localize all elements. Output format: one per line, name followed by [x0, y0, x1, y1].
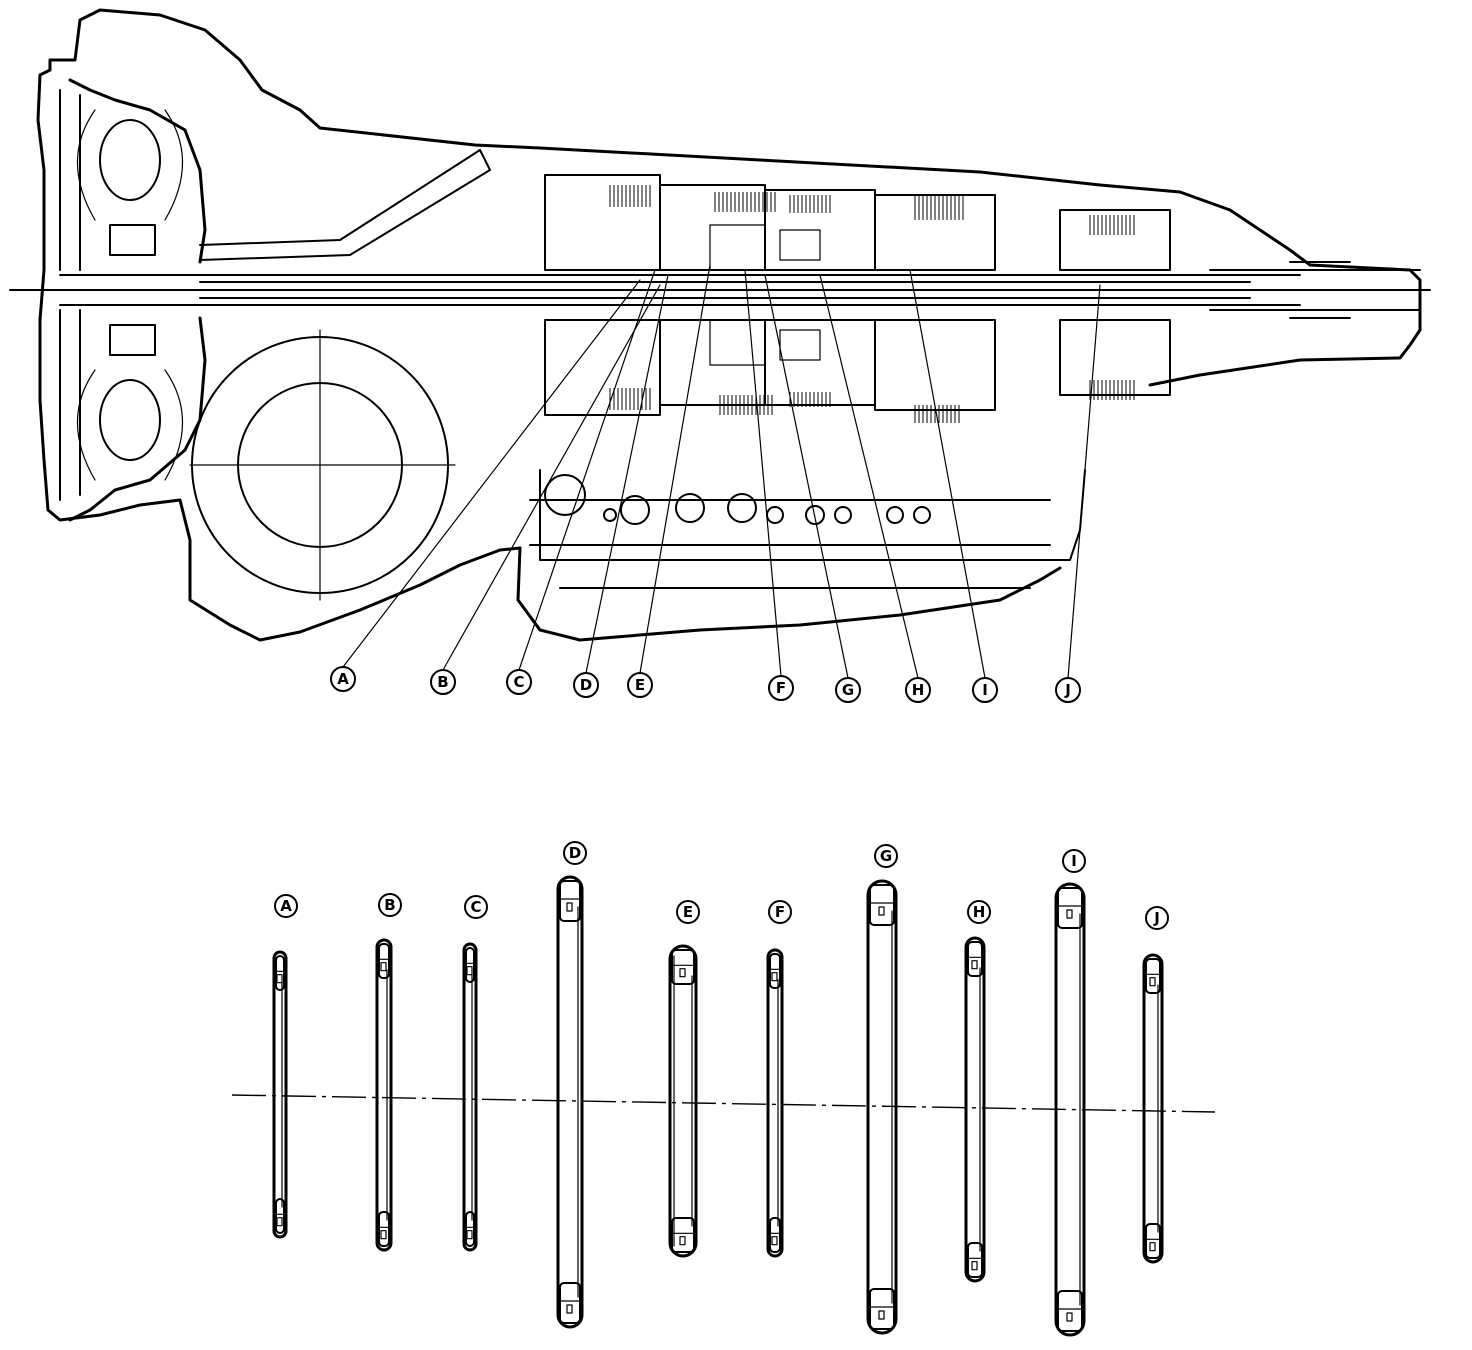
filler-tube — [199, 149, 491, 261]
part-g: G — [866, 844, 898, 1335]
callout-a: A — [330, 666, 356, 692]
tube-fitting — [465, 1211, 475, 1247]
callout-label-b: B — [437, 673, 448, 691]
callout-e: E — [627, 672, 653, 698]
part-i: I — [1054, 849, 1086, 1337]
part-d: D — [556, 841, 587, 1329]
leader-line-g — [764, 274, 849, 679]
tube-fitting — [275, 1198, 285, 1234]
callout-h: H — [905, 677, 931, 703]
exploded-parts-row: A B C D E F G H I J — [272, 841, 1169, 1337]
tube-body-b — [375, 938, 393, 1252]
part-label-f: F — [775, 903, 785, 921]
tube-fitting — [1145, 1223, 1161, 1259]
leader-line-c — [518, 269, 656, 671]
callout-label-i: I — [982, 681, 988, 699]
callout-label-j: J — [1064, 681, 1071, 699]
tube-fitting — [671, 949, 695, 985]
callout-label-c: C — [513, 673, 524, 691]
callout-d: D — [573, 672, 599, 698]
clutch-assembly — [544, 174, 1171, 416]
part-label-j: J — [1153, 909, 1160, 927]
tube-body-d — [556, 875, 584, 1329]
callout-i: I — [972, 677, 998, 703]
tube-fitting — [671, 1217, 695, 1253]
tube-body-e — [668, 944, 698, 1258]
part-j: J — [1142, 906, 1169, 1264]
leader-line-d — [585, 274, 669, 674]
tube-fitting — [275, 955, 285, 991]
callout-label-g: G — [842, 681, 854, 699]
part-b: B — [375, 893, 402, 1252]
part-h: H — [964, 900, 991, 1283]
tube-fitting — [1057, 887, 1083, 929]
leader-line-f — [744, 269, 782, 677]
callout-label-e: E — [635, 676, 645, 694]
transmission-cross-section: A B C D E F G H I J — [9, 8, 1431, 703]
tube-body-c — [462, 942, 478, 1252]
tube-fitting — [1145, 958, 1161, 994]
tube-fitting — [559, 880, 581, 922]
leader-line-i — [909, 269, 986, 679]
part-label-b: B — [384, 896, 395, 914]
callout-label-f: F — [776, 679, 786, 697]
tube-fitting — [769, 953, 781, 989]
part-e: E — [668, 900, 700, 1258]
clutch-plate-hatching — [609, 185, 1135, 423]
part-label-g: G — [880, 847, 892, 865]
part-label-i: I — [1071, 852, 1077, 870]
callout-j: J — [1055, 677, 1081, 703]
output-shaft — [1209, 261, 1421, 319]
leader-line-e — [639, 264, 711, 674]
tube-fitting — [1057, 1290, 1083, 1332]
tube-body-h — [964, 936, 986, 1283]
callout-label-a: A — [337, 670, 349, 688]
leader-lines — [342, 264, 1101, 679]
leader-line-a — [342, 279, 641, 668]
valve-body-line — [529, 499, 1051, 589]
tube-body-i — [1054, 882, 1086, 1337]
tube-fitting — [465, 947, 475, 983]
tube-body-a — [272, 950, 288, 1239]
tube-fitting — [769, 1217, 781, 1253]
tube-body-f — [766, 948, 784, 1258]
tube-fitting — [378, 943, 390, 979]
callout-row-top: A B C D E F G H I J — [330, 666, 1081, 703]
part-label-h: H — [973, 903, 986, 921]
main-shaft — [59, 274, 1301, 306]
valve-body-holes — [544, 474, 931, 525]
callout-c: C — [506, 669, 532, 695]
tube-fitting — [967, 1242, 983, 1278]
callout-label-h: H — [912, 681, 925, 699]
leader-line-h — [819, 274, 919, 679]
part-label-d: D — [569, 844, 581, 862]
oil-pan — [516, 546, 1062, 642]
tube-fitting — [869, 884, 895, 926]
part-label-e: E — [683, 903, 693, 921]
tube-fitting — [869, 1288, 895, 1330]
torque-converter — [59, 78, 207, 522]
callout-f: F — [768, 675, 794, 701]
tube-fitting — [559, 1282, 581, 1324]
tube-fitting — [967, 941, 983, 977]
exploded-centerline — [231, 1094, 1216, 1113]
bell-housing-front — [36, 68, 522, 642]
tube-body-j — [1142, 953, 1164, 1264]
leader-line-b — [442, 284, 661, 671]
tube-fitting — [378, 1211, 390, 1247]
part-f: F — [766, 900, 792, 1258]
callout-b: B — [430, 669, 456, 695]
case-upper-outline — [48, 8, 1422, 387]
tube-body-g — [866, 879, 898, 1335]
part-label-c: C — [470, 898, 481, 916]
leader-line-j — [1067, 284, 1101, 679]
part-c: C — [462, 895, 488, 1252]
oil-pump-gear — [189, 329, 456, 601]
part-label-a: A — [280, 897, 292, 915]
callout-g: G — [835, 677, 861, 703]
callout-label-d: D — [580, 676, 592, 694]
part-a: A — [272, 894, 298, 1239]
